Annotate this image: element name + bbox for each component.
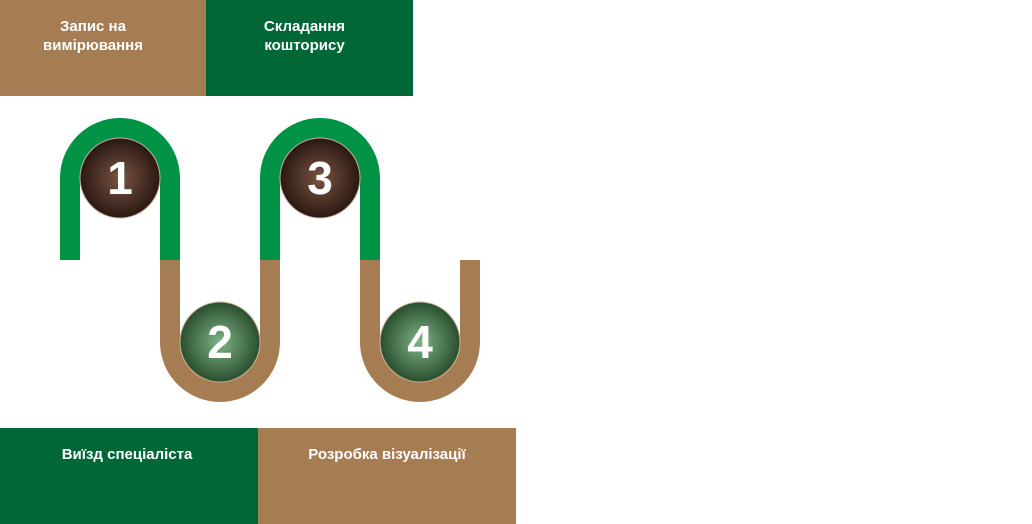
step-1-label-line: Запис на	[60, 18, 126, 35]
step-4-number: 4	[407, 316, 433, 368]
step-3-label-line: Складання	[263, 18, 346, 35]
step-1-label-box: Запис на вимірювання	[0, 0, 206, 96]
snake-segment-green	[60, 118, 180, 260]
step-3-label-line: кошторису	[264, 37, 345, 54]
step-4-label-box: Розробка візуалізації	[258, 428, 516, 524]
step-3-number: 3	[307, 152, 333, 204]
step-4-label-line: Розробка візуалізації	[308, 446, 466, 463]
step-4-badge: 4	[379, 301, 461, 383]
step-2-number: 2	[207, 316, 233, 368]
step-1-badge: 1	[79, 137, 161, 219]
step-3-label-box: Складання кошторису	[206, 0, 413, 96]
step-2-label-box: Виїзд спеціаліста	[0, 428, 258, 524]
step-2-label-line: Виїзд спеціаліста	[61, 446, 193, 463]
step-1-number: 1	[107, 152, 133, 204]
snake-segment-brown	[360, 260, 480, 402]
step-1-label-line: вимірювання	[43, 37, 143, 54]
snake-segment-green	[260, 118, 380, 260]
snake-segment-brown	[160, 260, 280, 402]
step-3-badge: 3	[279, 137, 361, 219]
step-2-badge: 2	[179, 301, 261, 383]
